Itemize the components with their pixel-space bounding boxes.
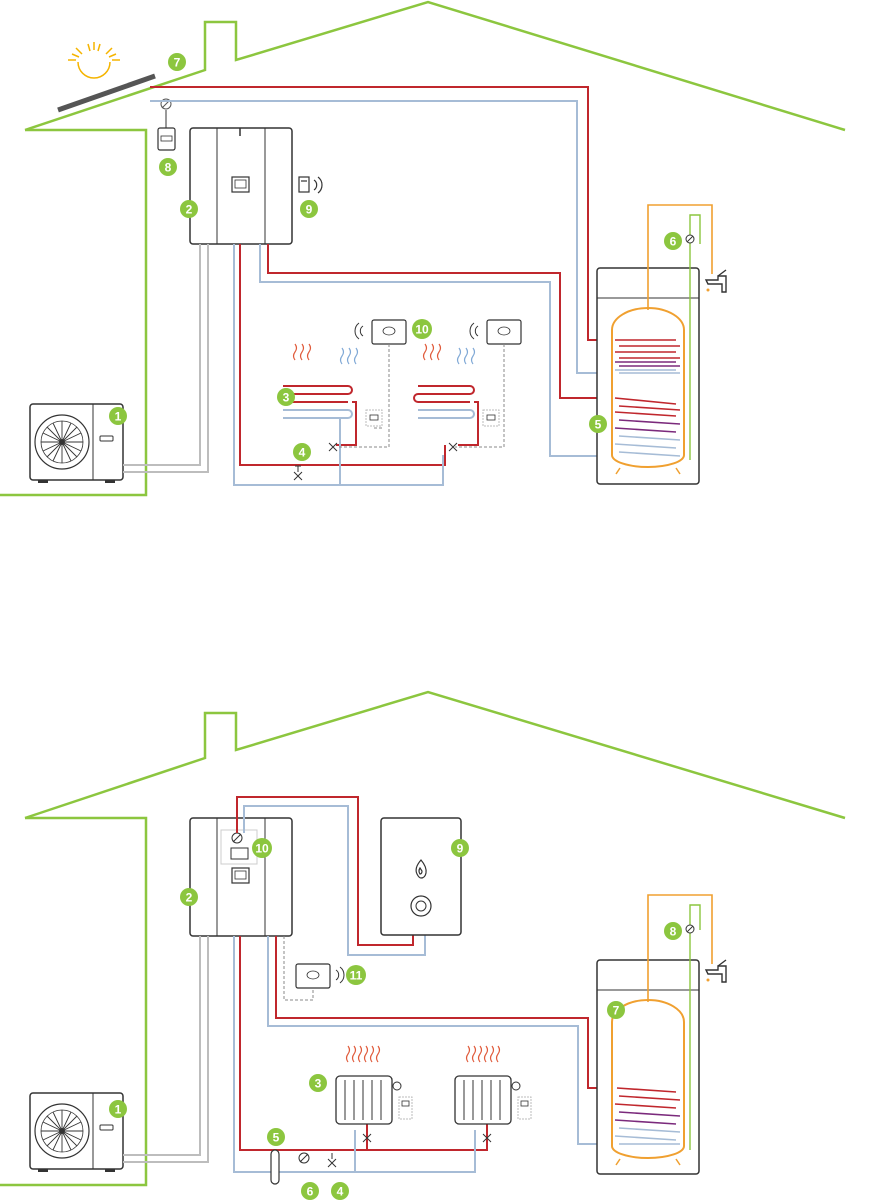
svg-text:7: 7 — [613, 1004, 620, 1018]
house-wall-bottom — [0, 816, 148, 1187]
badge-three-way-valve-b: 10 — [252, 838, 272, 858]
dhw-cold-pipe — [689, 214, 701, 460]
gas-boiler-unit — [380, 817, 462, 936]
badge-underfloor-heating: 3 — [277, 388, 295, 406]
svg-text:3: 3 — [283, 391, 290, 405]
svg-text:8: 8 — [670, 925, 677, 939]
underfloor-loop-1 — [278, 385, 357, 485]
badge-mixing-valve: 4 — [293, 443, 311, 461]
refrigerant-pipe-2 — [123, 244, 209, 473]
tank-coil-bottom — [614, 1087, 681, 1145]
badge-solar-controller: 8 — [159, 158, 177, 176]
boiler-return-pipe — [243, 805, 426, 956]
dhw-hot-pipe — [647, 204, 713, 310]
buffer-icon — [270, 1149, 280, 1185]
dhw-hot-pipe-bottom — [647, 894, 713, 1002]
svg-text:1: 1 — [115, 410, 122, 424]
radiator-icon — [335, 1075, 413, 1125]
house-outline-bottom — [24, 690, 846, 820]
svg-text:7: 7 — [174, 56, 181, 70]
heating-flow-pipe — [239, 244, 446, 466]
refrigerant-pipe-2-bottom — [123, 936, 209, 1163]
badge-dhw-tank-b: 7 — [607, 1001, 625, 1019]
svg-text:3: 3 — [315, 1077, 322, 1091]
dhw-primary-flow — [267, 244, 615, 399]
svg-text:9: 9 — [306, 203, 313, 217]
svg-text:11: 11 — [350, 969, 363, 983]
outdoor-unit-bottom — [29, 1092, 124, 1172]
badge-outdoor-unit-b: 1 — [109, 1100, 127, 1118]
outdoor-unit-top — [29, 403, 124, 483]
solar-panel-icon — [57, 73, 156, 113]
refrigerant-pipe-1 — [123, 244, 201, 466]
sun-icon — [68, 42, 120, 79]
badges-top: 1 2 3 4 5 6 7 8 9 10 — [109, 53, 682, 461]
room-thermostat-icon — [354, 319, 522, 345]
solar-controller-icon — [157, 127, 176, 151]
badge-dhw-tank: 5 — [589, 415, 607, 433]
dhw-primary-flow-bottom — [275, 936, 617, 1089]
svg-text:10: 10 — [415, 323, 429, 337]
heat-waves-icon — [292, 343, 476, 365]
actuator-icon — [365, 409, 383, 427]
badge-thermostatic-mixer-b: 8 — [664, 922, 682, 940]
badge-hydrobox: 2 — [180, 200, 198, 218]
wireless-receiver-icon — [298, 176, 323, 194]
badge-wireless-receiver: 9 — [300, 200, 318, 218]
valve-icon — [293, 442, 458, 481]
svg-text:5: 5 — [595, 418, 602, 432]
boiler-flow-pipe — [236, 796, 414, 946]
badge-thermostatic-mixer: 6 — [664, 232, 682, 250]
radiator-icon — [454, 1075, 532, 1125]
badge-filter-b: 6 — [301, 1182, 319, 1200]
control-wiring — [339, 344, 505, 448]
badge-gas-boiler-b: 9 — [451, 839, 469, 857]
dhw-tank-top — [596, 267, 700, 485]
svg-text:2: 2 — [186, 203, 193, 217]
room-thermostat-bottom — [283, 936, 345, 1001]
actuator-icon — [482, 409, 500, 427]
badge-room-thermostat-b: 11 — [346, 965, 366, 985]
svg-text:6: 6 — [670, 235, 677, 249]
svg-text:5: 5 — [273, 1131, 280, 1145]
heat-pump-coil — [614, 397, 681, 457]
svg-text:10: 10 — [255, 842, 269, 856]
dhw-primary-return — [259, 244, 615, 457]
badge-radiator-b: 3 — [309, 1074, 327, 1092]
heat-waves-icon-bottom — [345, 1045, 501, 1063]
badge-outdoor-unit: 1 — [109, 407, 127, 425]
solar-coil — [615, 339, 680, 374]
hydrobox-unit-top — [189, 127, 293, 245]
diagram-top: 1 2 3 4 5 6 7 8 9 10 — [0, 0, 846, 497]
svg-text:4: 4 — [299, 446, 306, 460]
svg-text:8: 8 — [165, 161, 172, 175]
dhw-primary-return-bottom — [267, 936, 617, 1145]
tap-icon-bottom — [704, 959, 727, 983]
svg-text:1: 1 — [115, 1103, 122, 1117]
solar-cold-pipe — [150, 100, 615, 374]
badge-hydrobox-b: 2 — [180, 888, 198, 906]
badge-valve-b: 4 — [331, 1182, 349, 1200]
diagram-bottom: 1 2 3 4 5 6 7 8 9 10 11 — [0, 690, 846, 1200]
svg-text:6: 6 — [307, 1185, 314, 1199]
underfloor-loop-2 — [413, 385, 479, 446]
svg-text:4: 4 — [337, 1185, 344, 1199]
badge-room-thermostat: 10 — [412, 319, 432, 339]
badges-bottom: 1 2 3 4 5 6 7 8 9 10 11 — [109, 838, 682, 1200]
badge-solar-panel: 7 — [168, 53, 186, 71]
badge-buffer-b: 5 — [267, 1128, 285, 1146]
valve-icon-bottom — [327, 1133, 492, 1168]
house-outline-top — [24, 0, 846, 132]
refrigerant-pipe-1-bottom — [123, 936, 201, 1156]
radiator-flow-pipe — [239, 936, 488, 1151]
svg-text:2: 2 — [186, 891, 193, 905]
svg-text:9: 9 — [457, 842, 464, 856]
tap-icon — [704, 269, 727, 293]
dhw-cold-pipe-bottom — [689, 904, 701, 1150]
heating-return-pipe — [233, 244, 444, 486]
flame-icon — [415, 859, 427, 879]
house-wall-top — [0, 128, 148, 497]
